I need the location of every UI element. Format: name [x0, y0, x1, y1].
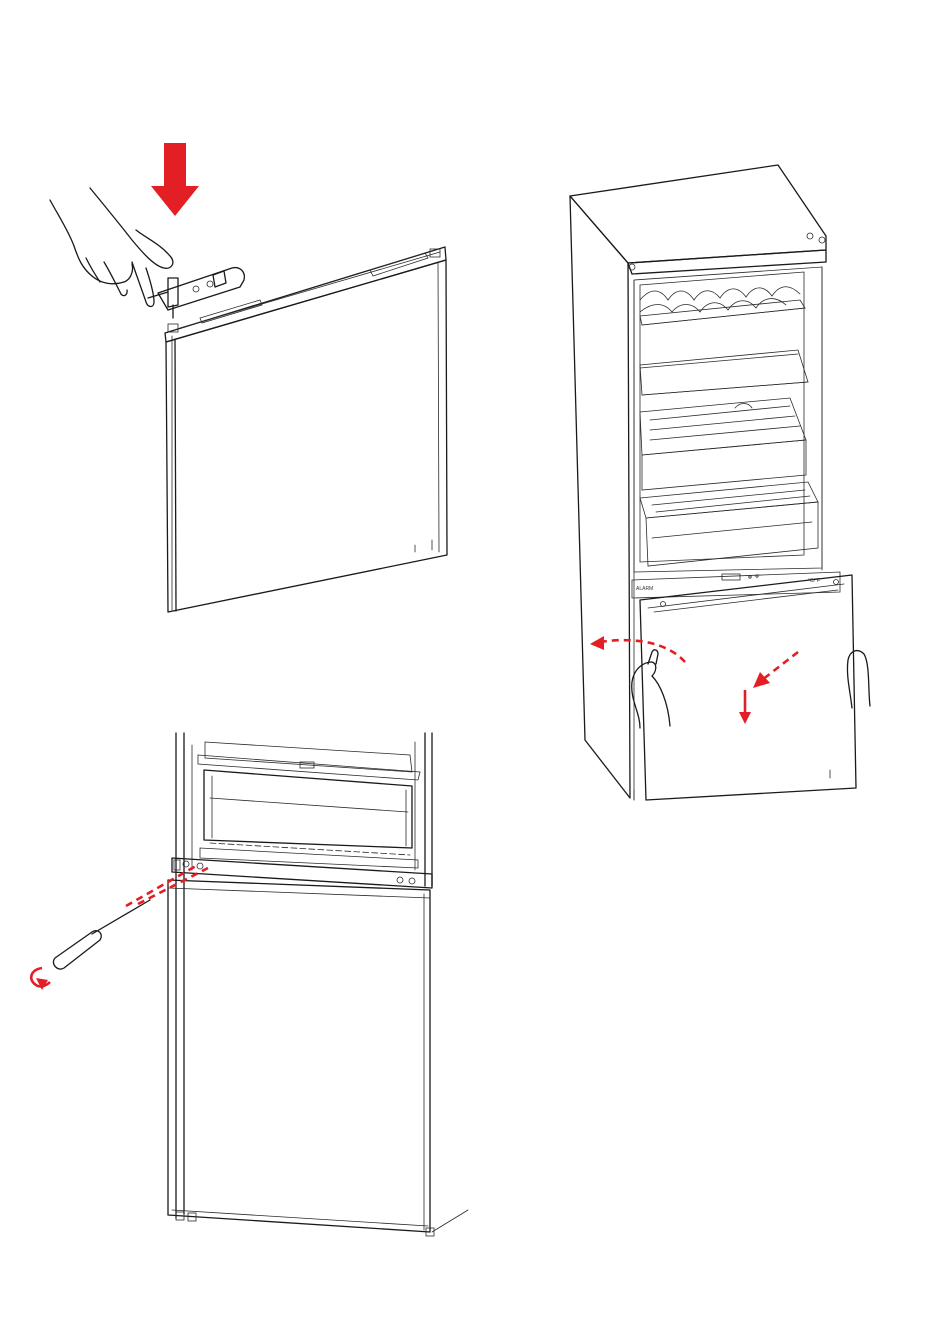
- glass-shelf: [640, 350, 808, 395]
- hand-icon-right: [847, 651, 870, 708]
- wine-rack: [640, 287, 805, 325]
- rotate-arrow-icon: [31, 968, 50, 990]
- control-panel: ALARM °C/°F: [632, 572, 840, 598]
- door-panel: [165, 247, 447, 612]
- pull-arrow-icon: [739, 652, 798, 724]
- hand-icon: [50, 188, 173, 307]
- panel-door-hinge-insert: [50, 143, 447, 612]
- fridge-cabinet: [570, 165, 826, 800]
- hand-icon-left: [632, 650, 670, 728]
- panel-fridge-door-removal: ALARM °C/°F: [570, 165, 870, 800]
- alarm-label: ALARM: [636, 586, 653, 592]
- screw-guide-lines: [126, 866, 208, 906]
- lower-door: [168, 880, 468, 1236]
- fridge-lower-cabinet: [176, 733, 432, 1218]
- drawer-upper: [640, 398, 806, 490]
- hinge-icon: [148, 268, 244, 318]
- freezer-door: [634, 575, 856, 800]
- screwdriver-icon: [53, 900, 150, 969]
- panel-hinge-screw-removal: [31, 733, 468, 1236]
- down-arrow-icon: [151, 143, 199, 216]
- swing-arrow-icon: [590, 636, 685, 662]
- drawer-lower: [640, 482, 818, 566]
